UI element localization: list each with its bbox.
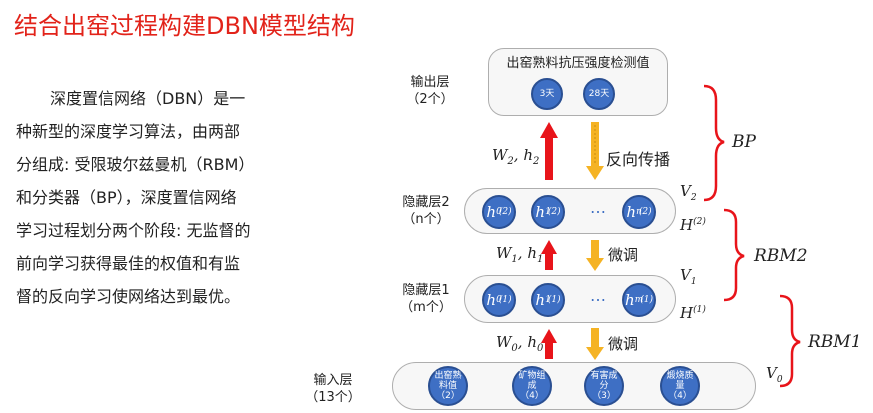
h1-label: H(1)	[680, 304, 706, 322]
rbm2-bracket	[723, 208, 745, 302]
hidden2-layer-label: 隐藏层2 （n个）	[402, 195, 450, 227]
weights-bottom-label: W0, h0	[496, 333, 544, 354]
input-node-calcination: 煅烧质量（4）	[660, 366, 700, 406]
rbm1-bracket-label: RBM1	[808, 332, 862, 352]
finetune-label-bottom: 微调	[608, 335, 639, 353]
v0-label: V0	[766, 364, 783, 385]
down-arrow-middle	[586, 240, 604, 271]
weights-top-label: W2, h2	[492, 146, 540, 167]
output-node-28day: 28天	[583, 78, 615, 110]
para-line-2: 种新型的深度学习算法，由两部	[16, 122, 241, 141]
para-line-1: 深度置信网络（DBN）是一	[50, 89, 246, 108]
input-node-clinker: 出窑熟料值（2）	[428, 366, 468, 406]
v2-label: V2	[680, 182, 697, 203]
input-node-mineral: 矿物组成（4）	[512, 366, 552, 406]
rbm2-bracket-label: RBM2	[754, 246, 808, 266]
v1-label: V1	[680, 266, 697, 287]
output-layer-label: 输出层 （2个）	[406, 75, 454, 107]
weights-middle-label: W1, h1	[496, 244, 544, 265]
hidden2-ellipsis: …	[590, 198, 608, 217]
output-panel-title: 出窑熟料抗压强度检测值	[506, 56, 650, 71]
bp-bracket-label: BP	[732, 132, 756, 152]
rbm1-bracket	[779, 294, 801, 388]
bp-bracket	[703, 84, 725, 202]
hidden1-ellipsis: …	[590, 286, 608, 305]
finetune-label-middle: 微调	[608, 246, 639, 264]
para-line-6: 前向学习获得最佳的权值和有监	[16, 254, 241, 273]
output-node-3day: 3天	[531, 78, 563, 110]
h2-label: H(2)	[680, 216, 706, 234]
up-arrow-middle	[541, 240, 557, 270]
description-paragraph: 深度置信网络（DBN）是一 种新型的深度学习算法，由两部 分组成: 受限玻尔兹曼…	[16, 82, 298, 313]
para-line-5: 学习过程划分两个阶段: 无监督的	[16, 221, 251, 240]
up-arrow-top	[540, 122, 558, 180]
input-layer-label: 输入层 （13个）	[305, 373, 361, 405]
para-line-4: 和分类器（BP），深度置信网络	[16, 188, 237, 207]
output-layer-panel	[488, 48, 668, 116]
input-node-harmful: 有害成分（3）	[584, 366, 624, 406]
down-arrow-bottom	[586, 328, 604, 360]
page-title: 结合出窑过程构建DBN模型结构	[14, 12, 355, 40]
backprop-label: 反向传播	[606, 150, 671, 169]
up-arrow-bottom	[541, 329, 557, 359]
para-line-3: 分组成: 受限玻尔兹曼机（RBM）	[16, 155, 255, 174]
para-line-7: 督的反向学习使网络达到最优。	[16, 287, 241, 306]
hidden1-layer-label: 隐藏层1 （m个）	[400, 283, 452, 315]
